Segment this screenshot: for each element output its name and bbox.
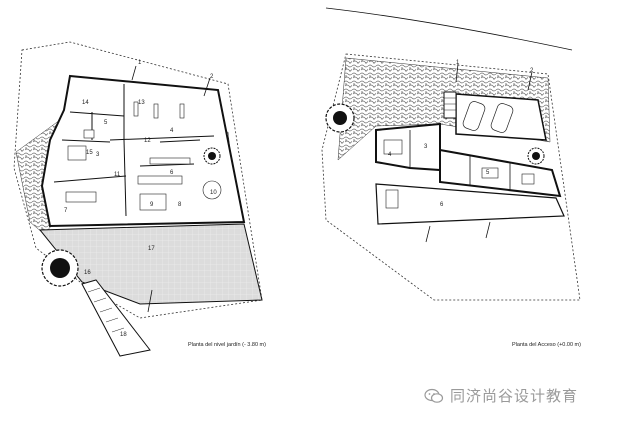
left-room-label: 8 bbox=[178, 202, 182, 208]
left-room-label: 15 bbox=[86, 150, 93, 156]
left-room-label: 17 bbox=[148, 246, 155, 252]
watermark: 同济尚谷设计教育 bbox=[424, 385, 578, 406]
right-room-label: 2 bbox=[530, 68, 534, 74]
left-furniture bbox=[65, 101, 222, 211]
left-plan-caption: Planta del nivel jardín (- 3.80 m) bbox=[188, 342, 266, 348]
right-room-label: 4 bbox=[388, 152, 392, 158]
wechat-logo-icon bbox=[424, 388, 444, 403]
right-section-markers bbox=[425, 63, 533, 243]
watermark-text: 同济尚谷设计教育 bbox=[450, 387, 579, 405]
left-section-markers bbox=[131, 65, 211, 313]
right-small-tree-icon bbox=[527, 147, 545, 165]
left-room-label: 5 bbox=[104, 120, 108, 126]
left-room-label: 11 bbox=[114, 172, 121, 178]
left-room-label: 2 bbox=[210, 74, 214, 80]
right-room-label: 6 bbox=[440, 202, 444, 208]
left-room-numbers: 1 2 3 4 5 6 7 8 9 10 11 12 13 14 15 16 1… bbox=[64, 60, 217, 338]
left-room-label: 3 bbox=[96, 152, 100, 158]
left-small-tree-icon bbox=[203, 147, 221, 165]
left-room-label: 13 bbox=[138, 100, 145, 106]
left-room-label: 6 bbox=[170, 170, 174, 176]
left-room-label: 12 bbox=[144, 138, 151, 144]
left-ramp-treads bbox=[87, 287, 125, 333]
right-interior-walls bbox=[409, 130, 511, 190]
car-icon bbox=[462, 101, 514, 133]
right-plan-caption: Planta del Acceso (+0.00 m) bbox=[512, 342, 581, 348]
right-room-label: 5 bbox=[486, 170, 490, 176]
right-stair-treads bbox=[444, 97, 456, 111]
left-room-label: 1 bbox=[138, 60, 142, 66]
right-house-outline bbox=[375, 122, 441, 172]
right-furniture bbox=[383, 139, 535, 185]
left-room-label: 7 bbox=[64, 208, 68, 214]
right-bench bbox=[385, 189, 399, 209]
right-site-boundary bbox=[321, 53, 581, 301]
right-terrace bbox=[375, 183, 565, 225]
left-room-label: 10 bbox=[210, 190, 217, 196]
right-room-label: 3 bbox=[424, 144, 428, 150]
right-plan: 1 2 3 4 5 6 Planta del Acceso (+0.00 m) bbox=[321, 7, 581, 348]
left-plan: 1 2 3 4 5 6 7 8 9 10 11 12 13 14 15 16 1… bbox=[13, 41, 266, 357]
left-ramp bbox=[81, 279, 151, 357]
left-room-label: 16 bbox=[84, 270, 91, 276]
right-road-curve bbox=[325, 7, 573, 51]
left-room-label: 14 bbox=[82, 100, 89, 106]
right-room-numbers: 1 2 3 4 5 6 bbox=[388, 60, 534, 208]
left-room-label: 9 bbox=[150, 202, 154, 208]
left-room-label: 18 bbox=[120, 332, 127, 338]
right-stair bbox=[443, 91, 457, 119]
right-tree-icon bbox=[325, 103, 355, 133]
left-tree-icon bbox=[41, 249, 79, 287]
right-room-label: 1 bbox=[456, 60, 460, 66]
left-room-label: 4 bbox=[170, 128, 174, 134]
